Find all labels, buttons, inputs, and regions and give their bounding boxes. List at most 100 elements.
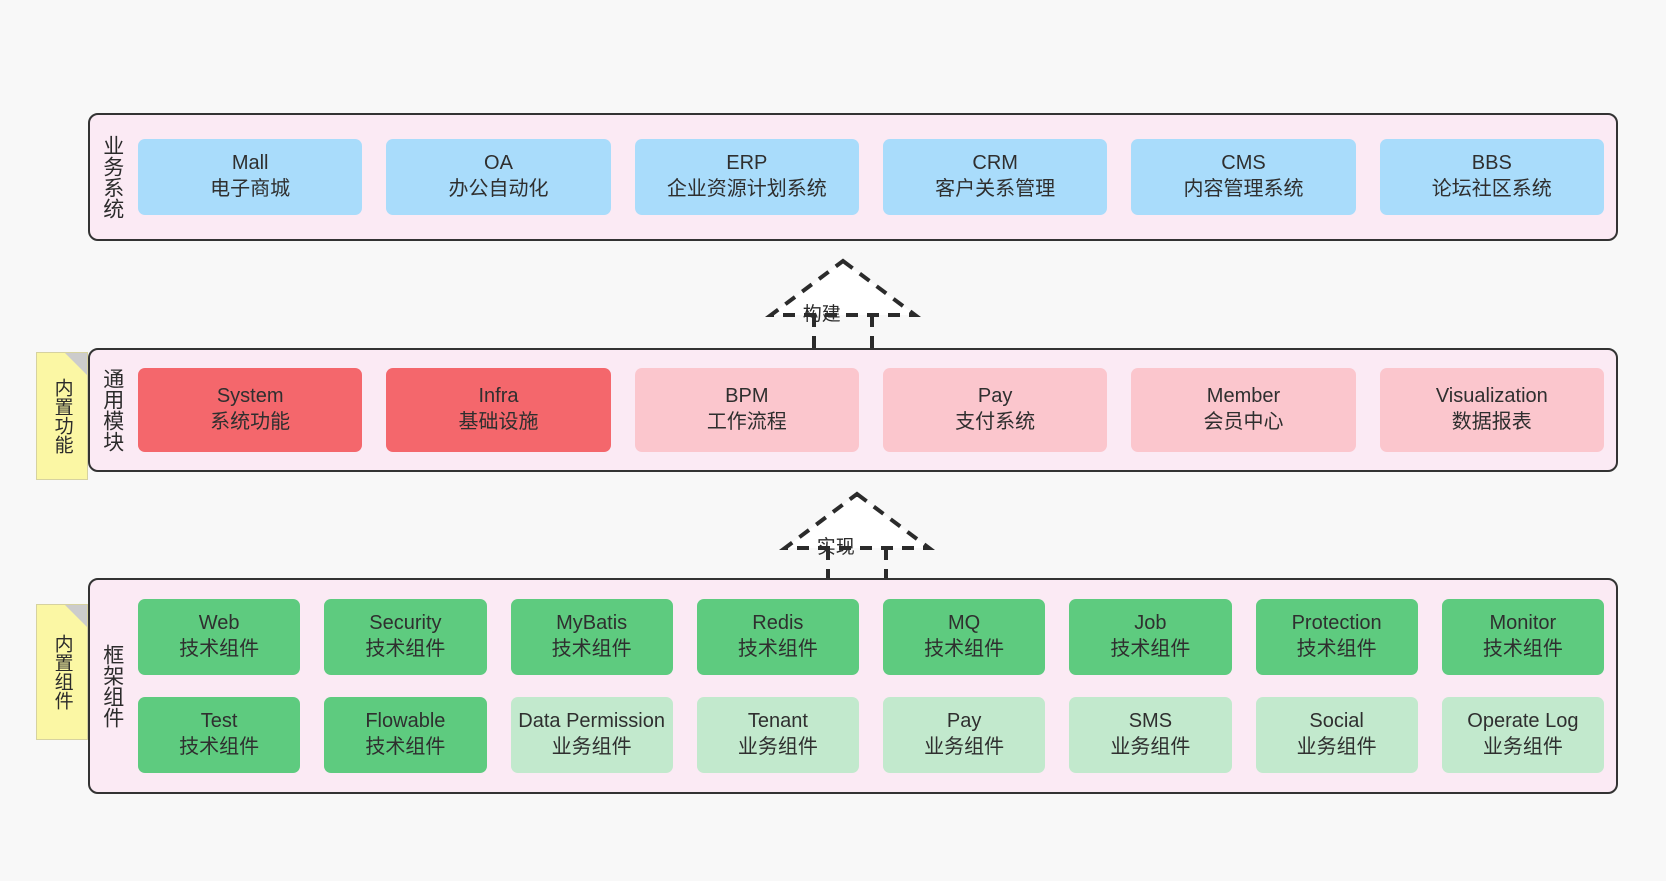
note-builtin-components: 内置组件: [36, 604, 88, 740]
card-operate-log[interactable]: Operate Log 业务组件: [1441, 697, 1604, 773]
card-title: MyBatis: [556, 612, 628, 635]
card-subtitle: 业务组件: [1296, 736, 1377, 758]
layer-body-common-modules: System 系统功能 Infra 基础设施 BPM 工作流程 Pay 支付系统…: [134, 350, 1616, 470]
card-title: Test: [200, 710, 238, 733]
card-flowable[interactable]: Flowable 技术组件: [324, 697, 487, 773]
card-crm[interactable]: CRM 客户关系管理: [882, 139, 1108, 215]
card-title: Flowable: [365, 710, 446, 733]
card-bpm[interactable]: BPM 工作流程: [634, 368, 859, 452]
card-sms[interactable]: SMS 业务组件: [1069, 697, 1232, 773]
card-subtitle: 技术组件: [179, 638, 260, 660]
card-web[interactable]: Web 技术组件: [138, 599, 301, 675]
card-subtitle: 业务组件: [1110, 736, 1191, 758]
card-subtitle: 技术组件: [737, 638, 818, 660]
card-title: Tenant: [747, 710, 808, 733]
card-title: Member: [1206, 385, 1281, 408]
layer-title-framework-components: 框架组件: [100, 644, 124, 728]
card-subtitle: 基础设施: [458, 411, 539, 433]
connector-build: 构建: [758, 257, 928, 357]
note-fold-corner-icon: [65, 353, 87, 375]
card-system[interactable]: System 系统功能: [138, 368, 363, 452]
card-social[interactable]: Social 业务组件: [1255, 697, 1418, 773]
connector-implement: 实现: [772, 490, 942, 590]
card-subtitle: 数据报表: [1451, 411, 1532, 433]
note-builtin-features: 内置功能: [36, 352, 88, 480]
card-title: Operate Log: [1467, 710, 1579, 733]
layer-title-common-modules: 通用模块: [100, 368, 124, 452]
card-subtitle: 电子商城: [210, 178, 291, 200]
card-subtitle: 会员中心: [1203, 411, 1284, 433]
card-row: System 系统功能 Infra 基础设施 BPM 工作流程 Pay 支付系统…: [138, 368, 1604, 452]
note-fold-corner-icon: [65, 605, 87, 627]
card-title: Security: [369, 612, 442, 635]
card-redis[interactable]: Redis 技术组件: [696, 599, 859, 675]
card-subtitle: 业务组件: [924, 736, 1005, 758]
card-title: Visualization: [1435, 385, 1548, 408]
connector-implement-label: 实现: [816, 537, 855, 558]
card-erp[interactable]: ERP 企业资源计划系统: [634, 139, 859, 215]
connector-build-label: 构建: [802, 304, 841, 325]
card-title: BPM: [725, 385, 769, 408]
card-title: CMS: [1221, 152, 1266, 175]
layer-body-business-systems: Mall 电子商城 OA 办公自动化 ERP 企业资源计划系统 CRM 客户关系…: [134, 115, 1616, 239]
card-subtitle: 技术组件: [551, 638, 632, 660]
card-security[interactable]: Security 技术组件: [324, 599, 487, 675]
card-subtitle: 企业资源计划系统: [666, 178, 827, 200]
card-mybatis[interactable]: MyBatis 技术组件: [510, 599, 673, 675]
card-row: Web 技术组件 Security 技术组件 MyBatis 技术组件 Redi…: [138, 599, 1604, 675]
card-title: Web: [198, 612, 240, 635]
card-subtitle: 业务组件: [551, 736, 632, 758]
card-row: Test 技术组件 Flowable 技术组件 Data Permission …: [138, 697, 1604, 773]
card-visualization[interactable]: Visualization 数据报表: [1379, 368, 1604, 452]
card-title: Protection: [1291, 612, 1382, 635]
card-subtitle: 论坛社区系统: [1431, 178, 1552, 200]
card-subtitle: 支付系统: [955, 411, 1036, 433]
card-title: System: [216, 385, 284, 408]
card-infra[interactable]: Infra 基础设施: [386, 368, 611, 452]
card-monitor[interactable]: Monitor 技术组件: [1441, 599, 1604, 675]
card-title: MQ: [948, 612, 981, 635]
card-tenant[interactable]: Tenant 业务组件: [696, 697, 859, 773]
card-subtitle: 工作流程: [706, 411, 787, 433]
card-subtitle: 系统功能: [210, 411, 291, 433]
card-test[interactable]: Test 技术组件: [138, 697, 301, 773]
card-mall[interactable]: Mall 电子商城: [138, 139, 363, 215]
card-title: Redis: [752, 612, 804, 635]
card-bbs[interactable]: BBS 论坛社区系统: [1379, 139, 1604, 215]
card-title: Data Permission: [518, 710, 665, 733]
card-title: Social: [1309, 710, 1364, 733]
card-protection[interactable]: Protection 技术组件: [1255, 599, 1418, 675]
card-pay-component[interactable]: Pay 业务组件: [883, 697, 1046, 773]
connector-implement-arrow-icon: [779, 491, 935, 588]
connector-build-arrow-icon: [765, 258, 921, 355]
card-subtitle: 业务组件: [737, 736, 818, 758]
layer-business-systems: 业务系统 Mall 电子商城 OA 办公自动化 ERP 企业资源计划系统 CRM…: [88, 113, 1618, 241]
card-title: CRM: [972, 152, 1018, 175]
card-title: Job: [1134, 612, 1167, 635]
card-title: SMS: [1128, 710, 1173, 733]
card-row: Mall 电子商城 OA 办公自动化 ERP 企业资源计划系统 CRM 客户关系…: [138, 139, 1604, 215]
card-oa[interactable]: OA 办公自动化: [386, 139, 611, 215]
card-title: BBS: [1471, 152, 1512, 175]
card-subtitle: 技术组件: [365, 736, 446, 758]
layer-framework-components: 框架组件 Web 技术组件 Security 技术组件 MyBatis 技术组件…: [88, 578, 1618, 794]
card-cms[interactable]: CMS 内容管理系统: [1131, 139, 1356, 215]
card-title: Infra: [478, 385, 519, 408]
card-member[interactable]: Member 会员中心: [1131, 368, 1356, 452]
card-mq[interactable]: MQ 技术组件: [883, 599, 1046, 675]
card-subtitle: 技术组件: [365, 638, 446, 660]
card-subtitle: 技术组件: [1482, 638, 1563, 660]
card-title: Monitor: [1489, 612, 1557, 635]
layer-title-business-systems: 业务系统: [100, 135, 124, 219]
card-job[interactable]: Job 技术组件: [1069, 599, 1232, 675]
layer-common-modules: 通用模块 System 系统功能 Infra 基础设施 BPM 工作流程 Pay…: [88, 348, 1618, 472]
card-data-permission[interactable]: Data Permission 业务组件: [510, 697, 673, 773]
card-title: ERP: [726, 152, 768, 175]
card-pay-module[interactable]: Pay 支付系统: [882, 368, 1108, 452]
note-label: 内置组件: [51, 634, 73, 710]
card-subtitle: 客户关系管理: [935, 178, 1056, 200]
card-subtitle: 办公自动化: [448, 178, 549, 200]
note-label: 内置功能: [51, 378, 73, 454]
card-title: Pay: [977, 385, 1013, 408]
